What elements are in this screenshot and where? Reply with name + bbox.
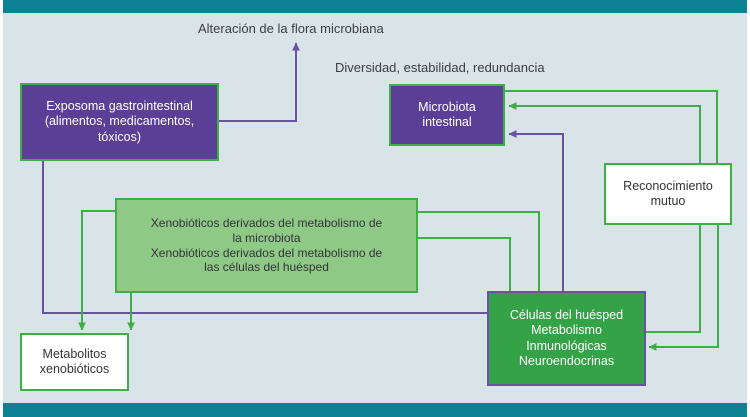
node-celulas-line1: Células del huésped xyxy=(509,308,624,322)
caption-diversidad-estabilidad: Diversidad, estabilidad, redundancia xyxy=(335,60,545,75)
node-celulas-line4: Neuroendocrinas xyxy=(518,353,615,368)
node-exposoma-line3: tóxicos) xyxy=(97,129,142,144)
node-exposoma-line2: (alimentos, medicamentos, xyxy=(44,114,195,129)
node-xenobioticos-line4: las células del huésped xyxy=(204,260,329,275)
node-exposoma-gastrointestinal[interactable]: Exposoma gastrointestinal (alimentos, me… xyxy=(20,83,219,161)
node-microbiota-line2: intestinal xyxy=(422,115,472,129)
node-metabolitos-xenobioticos[interactable]: Metabolitos xenobióticos xyxy=(20,333,129,391)
node-xenobioticos-line2: la microbiota xyxy=(232,230,301,245)
node-celulas-line3: Inmunológicas xyxy=(526,338,607,353)
node-exposoma-line1: Exposoma gastrointestinal xyxy=(46,99,193,114)
node-reconocimiento-line1: Reconocimiento xyxy=(623,178,713,193)
node-reconocimiento-line2: mutuo xyxy=(650,194,686,208)
node-celulas-del-huesped[interactable]: Células del huésped Metabolismo Inmunoló… xyxy=(487,291,646,386)
node-metabolitos-line1: Metabolitos xyxy=(42,346,107,361)
bottom-accent-bar xyxy=(3,403,747,417)
top-accent-bar xyxy=(3,0,747,13)
node-metabolitos-line2: xenobióticos xyxy=(39,362,110,376)
node-xenobioticos-line1: Xenobióticos derivados del metabolismo d… xyxy=(150,216,383,231)
node-xenobioticos-derivados[interactable]: Xenobióticos derivados del metabolismo d… xyxy=(115,198,418,293)
node-xenobioticos-line3: Xenobióticos derivados del metabolismo d… xyxy=(150,245,383,260)
caption-alteracion-flora: Alteración de la flora microbiana xyxy=(198,21,384,36)
node-celulas-line2: Metabolismo xyxy=(531,323,602,338)
node-microbiota-line1: Microbiota xyxy=(418,99,476,114)
node-microbiota-intestinal[interactable]: Microbiota intestinal xyxy=(389,84,505,146)
node-reconocimiento-mutuo[interactable]: Reconocimiento mutuo xyxy=(604,163,732,225)
